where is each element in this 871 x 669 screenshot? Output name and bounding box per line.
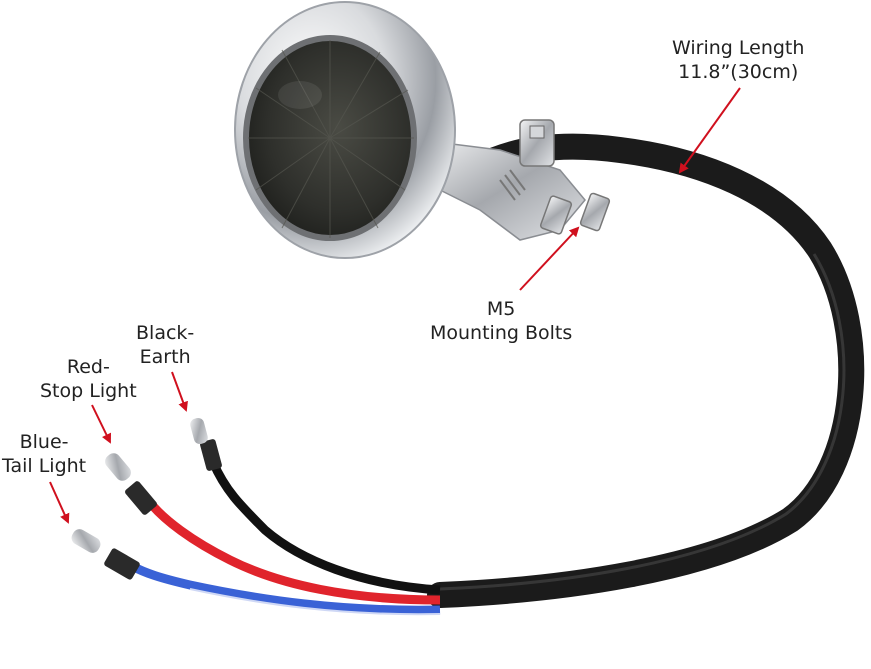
- bobber-tail-light: [234, 1, 456, 259]
- wiring-length-line1: Wiring Length: [672, 37, 805, 59]
- red-stop-light-line2: Stop Light: [40, 380, 137, 402]
- blue-arrow: [49, 481, 70, 524]
- red-arrow: [91, 404, 111, 444]
- blue-tail-light-line2: Tail Light: [2, 455, 87, 477]
- bullet-connector-blue: [71, 529, 140, 580]
- red-stop-light-line1: Red-: [66, 356, 110, 378]
- mounting-bracket: [418, 119, 611, 241]
- black-arrow: [171, 371, 188, 412]
- red-wire: [148, 502, 441, 605]
- mounting-bolts-line2: Mounting Bolts: [430, 322, 573, 344]
- blue-tail-light-label: Blue- Tail Light: [2, 430, 86, 478]
- red-stop-light-label: Red- Stop Light: [40, 355, 137, 403]
- bullet-connector-red: [105, 453, 157, 515]
- bullet-connector-black: [190, 417, 222, 471]
- black-earth-line1: Black-: [136, 322, 195, 344]
- blue-wire: [129, 562, 441, 615]
- wiring-arrow: [678, 87, 741, 174]
- black-earth-line2: Earth: [139, 346, 191, 368]
- mounting-bolts-label: M5 Mounting Bolts: [430, 297, 572, 345]
- main-cable: [427, 133, 865, 608]
- mounting-arrow: [519, 226, 580, 291]
- wiring-length-label: Wiring Length 11.8”(30cm): [672, 36, 804, 84]
- black-earth-label: Black- Earth: [136, 321, 194, 369]
- blue-tail-light-line1: Blue-: [19, 431, 69, 453]
- black-wire: [208, 460, 441, 595]
- mounting-bolts-line1: M5: [486, 298, 516, 320]
- wiring-length-line2: 11.8”(30cm): [678, 61, 799, 83]
